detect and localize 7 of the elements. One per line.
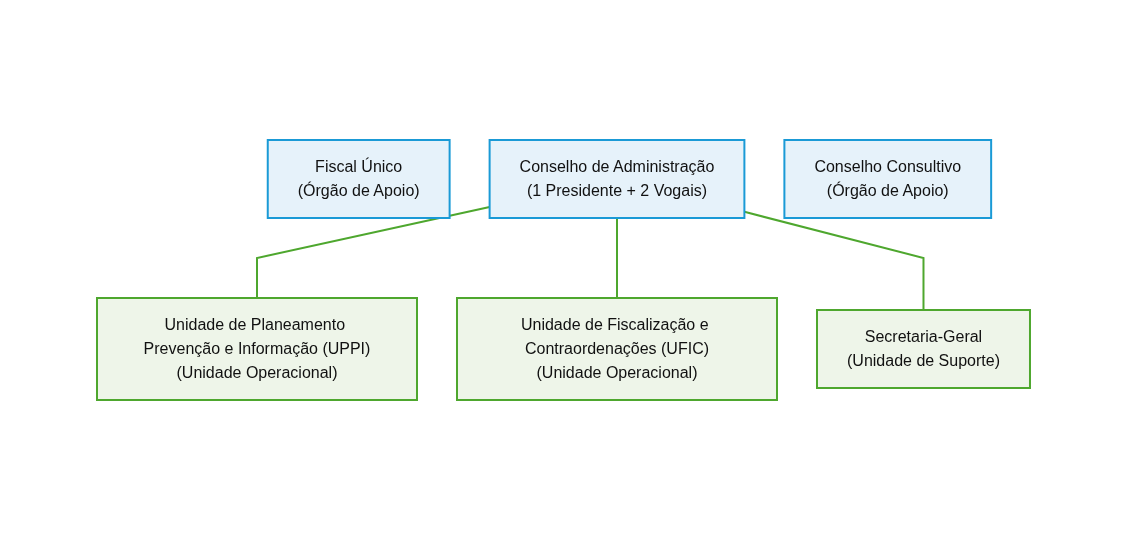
node-box: Conselho de Administração (1 Presidente + 2 Vogais) <box>488 139 745 219</box>
connector <box>615 217 618 299</box>
node-box: Secretaria-Geral (Unidade de Suporte) <box>815 309 1031 389</box>
node-box: Conselho Consultivo (Órgão de Apoio) <box>782 139 992 219</box>
node-box: Fiscal Único (Órgão de Apoio) <box>266 139 451 219</box>
node-box: Unidade de Planeamento Prevenção e Informação (UPPI) (Unidade Operacional) <box>95 297 418 401</box>
node-box: Unidade de Fiscalização e Contraordenações (UFIC) (Unidade Operacional) <box>455 297 778 401</box>
